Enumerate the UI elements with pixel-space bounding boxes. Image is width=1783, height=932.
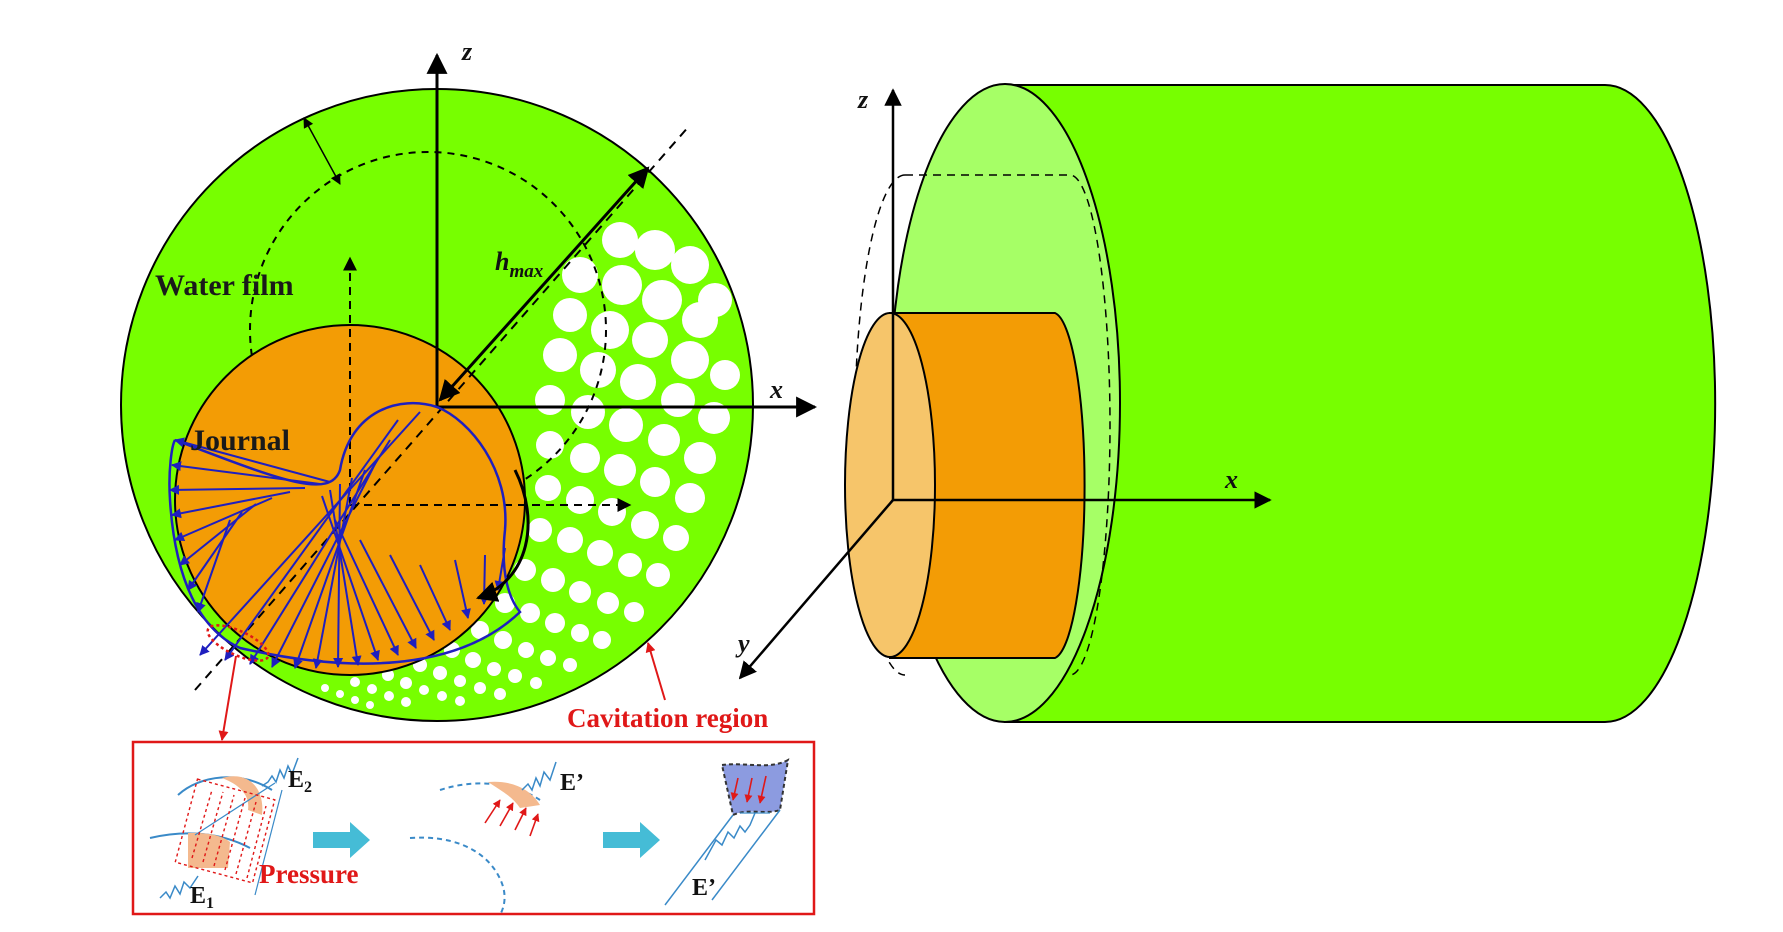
inset-frame: [131, 740, 816, 916]
stage2-pressure-arrows: [484, 799, 540, 837]
pressure-arrow: [179, 503, 257, 566]
rotation-arrow: [476, 469, 530, 602]
pressure-arrow: [334, 519, 399, 656]
inset-stage-2: E’: [409, 761, 584, 916]
pressure-arrows: [169, 411, 506, 669]
pressure-label: Pressure: [259, 859, 358, 889]
pressure-arrow: [171, 461, 321, 485]
right-y-axis: [738, 499, 894, 680]
pressure-arrow: [224, 419, 399, 661]
spring-e-prime-1: [521, 761, 557, 792]
journal-body: [889, 312, 1086, 659]
right-y-label: y: [735, 629, 750, 658]
pressure-arrow: [454, 559, 471, 619]
stage3-pressure-arrows: [730, 775, 767, 804]
bearing-3d-view: z x y: [735, 83, 1717, 723]
journal-label: Journal: [190, 424, 290, 457]
pressure-arrow: [196, 519, 231, 613]
pressure-arrow: [249, 439, 391, 665]
e1-label: E1: [190, 883, 214, 912]
cavitation-region-label: Cavitation region: [567, 703, 768, 733]
left-x-label: x: [769, 375, 783, 404]
pressure-distribution: [168, 401, 522, 669]
e-prime-label-1: E’: [560, 770, 584, 796]
pressure-arrow: [329, 489, 362, 666]
inset-stage-3: E’: [664, 758, 790, 906]
inset-pressure-dashes: [174, 778, 276, 884]
pressure-arrow: [171, 491, 291, 519]
hidden-inner-bore: [854, 174, 1111, 676]
spring-e1: [159, 875, 199, 900]
inset-stage-1: E2 E1 Pressure: [149, 757, 358, 912]
pressure-arrow: [389, 554, 435, 641]
pressure-arrow: [321, 495, 380, 661]
transition-arrow-1: [313, 822, 370, 858]
right-x-label: x: [1224, 465, 1238, 494]
journal-front-face: [844, 312, 936, 658]
pressure-arrow: [359, 539, 417, 649]
e2-label: E2: [288, 767, 312, 796]
pressure-envelope: [168, 401, 522, 665]
contact-inset: E2 E1 Pressure E’: [131, 740, 816, 916]
e-prime-label-2: E’: [692, 875, 716, 901]
merged-contact-patch: [720, 758, 790, 817]
bearing-body: [1004, 84, 1717, 723]
contact-zone-pointer: [218, 655, 237, 741]
cavitation-pointer: [645, 642, 666, 701]
pressure-arrow: [293, 469, 366, 669]
spring-e2: [261, 757, 299, 787]
h-max-dimension-arrow: [438, 166, 650, 402]
spring-e-prime-2: [704, 812, 756, 861]
pressure-arrow: [187, 511, 243, 591]
pressure-arrow: [174, 437, 331, 483]
contact-zone-marker: [206, 624, 270, 662]
pressure-arrow: [312, 477, 353, 669]
transition-arrow-2: [603, 822, 660, 858]
pressure-arrow: [419, 564, 451, 631]
left-z-label: z: [461, 37, 473, 66]
right-z-label: z: [857, 85, 869, 114]
bearing-cross-section: Water film Journal hmax z x Cavitation r…: [120, 37, 818, 741]
pressure-arrow: [271, 457, 379, 668]
film-thickness-arrow: [303, 117, 341, 185]
water-film-label: Water film: [155, 269, 294, 302]
h-max-label: hmax: [495, 247, 544, 282]
pressure-arrow: [333, 483, 344, 668]
pressure-arrow: [169, 484, 306, 495]
